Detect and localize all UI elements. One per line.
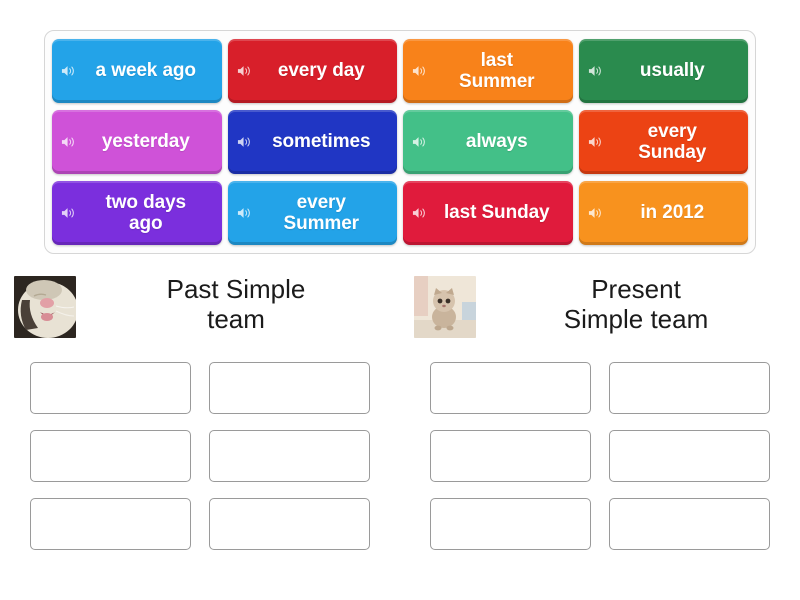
speaker-icon[interactable] [588, 64, 603, 78]
speaker-icon[interactable] [237, 64, 252, 78]
drop-slot[interactable] [30, 430, 191, 482]
drop-slot[interactable] [209, 498, 370, 550]
word-tile[interactable]: last Sunday [403, 181, 573, 245]
word-tile-label: two days ago [105, 191, 187, 234]
word-tile[interactable]: a week ago [52, 39, 222, 103]
word-tile-label: always [465, 131, 528, 153]
word-tile[interactable]: sometimes [227, 110, 397, 174]
team-header: Present Simple team [400, 272, 800, 338]
word-tile-label: usually [639, 60, 705, 82]
word-tile-label: yesterday [101, 131, 190, 153]
word-tile-label: every Summer [283, 191, 360, 234]
word-tile-label: sometimes [272, 131, 371, 153]
word-tile-label: a week ago [95, 60, 196, 82]
word-tile[interactable]: last Summer [403, 39, 573, 103]
speaker-icon[interactable] [61, 206, 76, 220]
speaker-icon[interactable] [588, 206, 603, 220]
team-headers: Past Simple team Present Simple team [0, 272, 800, 338]
word-tile[interactable]: every day [227, 39, 397, 103]
drop-slot[interactable] [30, 362, 191, 414]
drop-slot-area [0, 362, 800, 550]
drop-slot[interactable] [209, 430, 370, 482]
team-slot-group [400, 362, 800, 550]
word-tile-label: last Summer [459, 49, 535, 92]
speaker-icon[interactable] [412, 64, 427, 78]
drop-slot[interactable] [609, 362, 770, 414]
speaker-icon[interactable] [61, 135, 76, 149]
drop-slot[interactable] [209, 362, 370, 414]
word-tile[interactable]: every Summer [227, 181, 397, 245]
speaker-icon[interactable] [237, 206, 252, 220]
tile-grid: a week ago every day last Summer usually yes… [52, 39, 748, 245]
word-tile[interactable]: usually [578, 39, 748, 103]
team-header: Past Simple team [0, 272, 400, 338]
tile-pool: a week ago every day last Summer usually yes… [44, 30, 756, 254]
team-slot-group [0, 362, 400, 550]
team-title: Past Simple team [166, 274, 306, 335]
speaker-icon[interactable] [588, 135, 603, 149]
word-tile-label: every Sunday [638, 120, 707, 163]
speaker-icon[interactable] [412, 135, 427, 149]
word-tile-label: last Sunday [443, 202, 550, 224]
drop-slot[interactable] [430, 430, 591, 482]
word-tile[interactable]: yesterday [52, 110, 222, 174]
word-tile[interactable]: in 2012 [578, 181, 748, 245]
word-tile[interactable]: two days ago [52, 181, 222, 245]
word-tile[interactable]: always [403, 110, 573, 174]
team-title: Present Simple team [563, 274, 709, 335]
drop-slot[interactable] [609, 430, 770, 482]
drop-slot[interactable] [30, 498, 191, 550]
word-tile-label: in 2012 [640, 202, 705, 224]
drop-slot[interactable] [430, 498, 591, 550]
kitten-photo [414, 276, 476, 338]
word-tile[interactable]: every Sunday [578, 110, 748, 174]
drop-slot[interactable] [430, 362, 591, 414]
cat-face-photo [14, 276, 76, 338]
word-tile-label: every day [277, 60, 365, 82]
drop-slot[interactable] [609, 498, 770, 550]
